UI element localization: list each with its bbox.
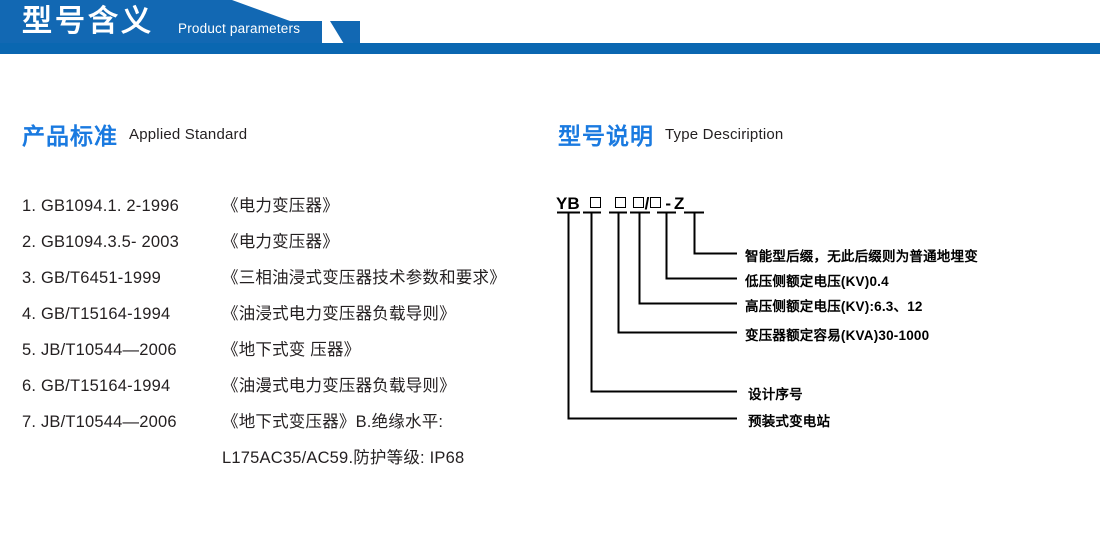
type-code-text: /	[644, 194, 650, 213]
type-code-string: YB /-Z	[556, 194, 684, 214]
standard-title: 《三相油浸式变压器技术参数和要求》	[222, 269, 506, 287]
type-code-placeholder-box	[614, 197, 626, 208]
standard-code: 2. GB1094.3.5- 2003	[22, 233, 179, 251]
standard-list-item: 1. GB1094.1. 2-1996 《电力变压器》	[22, 192, 542, 228]
section-heading-chinese: 型号说明	[558, 123, 654, 149]
diagram-label-prefabricated-substation: 预装式变电站	[748, 414, 831, 429]
type-code-text: YB	[556, 194, 580, 213]
type-code-placeholder-box	[650, 197, 662, 208]
standard-title: 《电力变压器》	[222, 197, 339, 215]
diagram-label-design-serial-number: 设计序号	[748, 387, 803, 402]
standard-code: 7. JB/T10544—2006	[22, 413, 177, 431]
standard-code: 3. GB/T6451-1999	[22, 269, 161, 287]
type-code-text: Z	[674, 194, 685, 213]
standard-list-item: 7. JB/T10544—2006 《地下式变压器》B.绝缘水平:	[22, 408, 542, 444]
diagram-label-high-voltage-rating: 高压侧额定电压(KV):6.3、12	[745, 299, 923, 314]
standard-title: L175AC35/AC59.防护等级: IP68	[222, 449, 465, 467]
section-heading-english: Type Desciription	[665, 125, 784, 143]
type-code-diagram: YB /-Z 智能型后缀，无此后缀则为普通地埋变 低压侧额定电压(KV)0.4 高…	[556, 194, 978, 429]
standard-title: 《油浸式电力变压器负载导则》	[222, 305, 456, 323]
type-code-placeholder-box	[589, 197, 601, 208]
standard-code: 6. GB/T15164-1994	[22, 377, 171, 395]
banner-title-english: Product parameters	[178, 21, 301, 36]
type-code-text: -	[665, 194, 672, 213]
standard-list-item: 5. JB/T10544—2006 《地下式变 压器》	[22, 336, 542, 372]
section-heading-applied-standard: 产品标准 Applied Standard	[22, 117, 247, 151]
standard-title: 《油漫式电力变压器负载导则》	[222, 377, 456, 395]
diagram-label-rated-capacity: 变压器额定容易(KVA)30-1000	[745, 328, 930, 343]
section-heading-type-description: 型号说明 Type Desciription	[558, 117, 783, 151]
type-code-placeholder-box	[632, 197, 644, 208]
standard-title: 《地下式变 压器》	[222, 341, 361, 359]
diagram-label-low-voltage-rating: 低压侧额定电压(KV)0.4	[745, 274, 889, 289]
page-banner: 型号含义 Product parameters	[0, 0, 1100, 56]
standard-list-item: 6. GB/T15164-1994 《油漫式电力变压器负载导则》	[22, 372, 542, 408]
standard-code: 5. JB/T10544—2006	[22, 341, 177, 359]
standard-list-item: 2. GB1094.3.5- 2003 《电力变压器》	[22, 228, 542, 264]
standard-code: 4. GB/T15164-1994	[22, 305, 171, 323]
banner-bottom-bar	[0, 43, 1100, 54]
applied-standard-list: 1. GB1094.1. 2-1996《电力变压器》2. GB1094.3.5-…	[22, 192, 542, 480]
banner-title-chinese: 型号含义	[22, 5, 154, 38]
section-heading-english: Applied Standard	[129, 125, 248, 143]
standard-title: 《电力变压器》	[222, 233, 339, 251]
section-heading-chinese: 产品标准	[22, 123, 118, 149]
standard-list-item: 3. GB/T6451-1999 《三相油浸式变压器技术参数和要求》	[22, 264, 542, 300]
standard-list-item: 4. GB/T15164-1994 《油浸式电力变压器负载导则》	[22, 300, 542, 336]
standard-code: 1. GB1094.1. 2-1996	[22, 197, 179, 215]
standard-title: 《地下式变压器》B.绝缘水平:	[222, 413, 444, 431]
diagram-label-intelligent-suffix: 智能型后缀，无此后缀则为普通地埋变	[745, 249, 978, 264]
standard-list-item: L175AC35/AC59.防护等级: IP68	[22, 444, 542, 480]
